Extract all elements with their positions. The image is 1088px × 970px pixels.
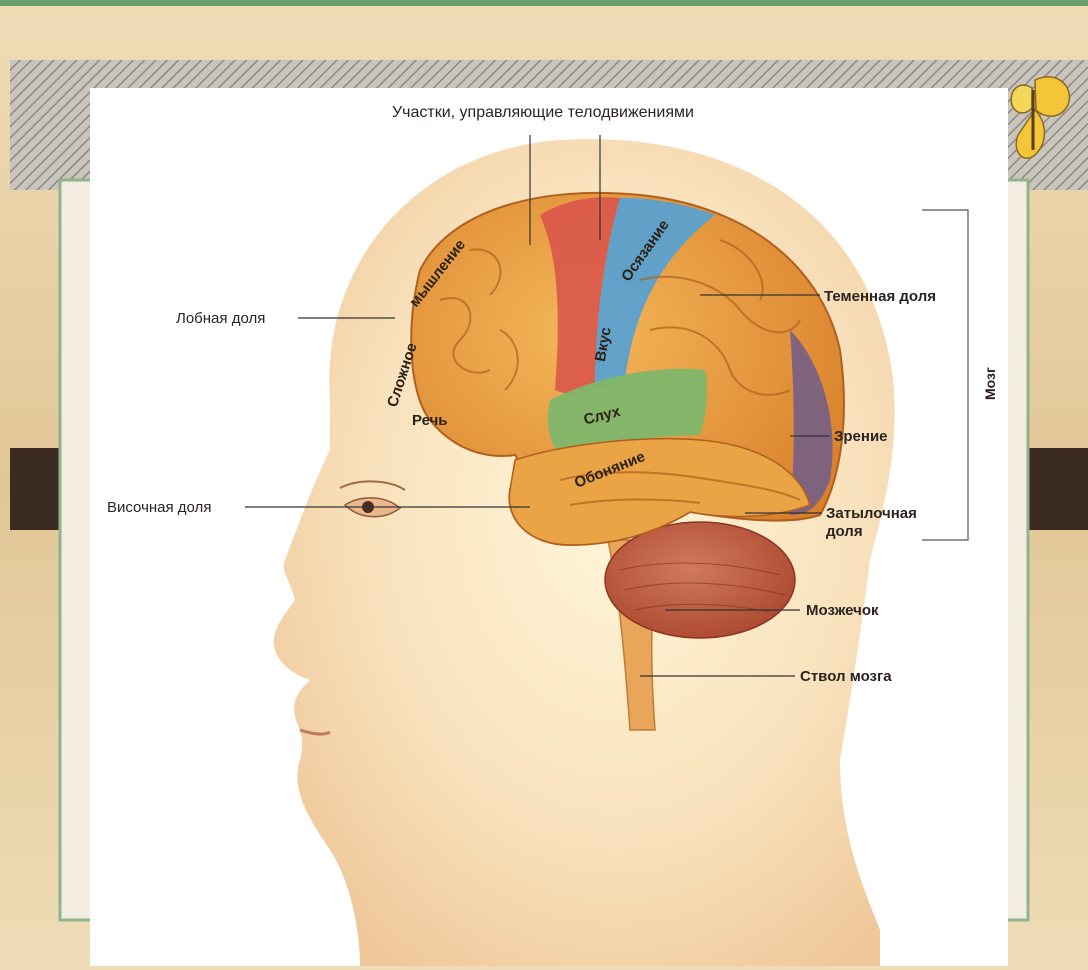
label-temporal-lobe: Височная доля: [107, 499, 211, 517]
label-frontal-lobe: Лобная доля: [176, 310, 265, 328]
label-parietal-lobe: Теменная доля: [824, 288, 936, 306]
region-speech: Речь: [412, 412, 448, 429]
title-motor-areas: Участки, управляющие телодвижениями: [392, 104, 694, 122]
label-brain-stem: Ствол мозга: [800, 668, 892, 686]
cerebellum: [605, 522, 795, 638]
label-vision: Зрение: [834, 428, 888, 446]
label-cerebellum: Мозжечок: [806, 602, 879, 620]
label-brain-bracket: Мозг: [982, 367, 998, 400]
label-occipital-lobe: Затылочная доля: [826, 505, 936, 541]
